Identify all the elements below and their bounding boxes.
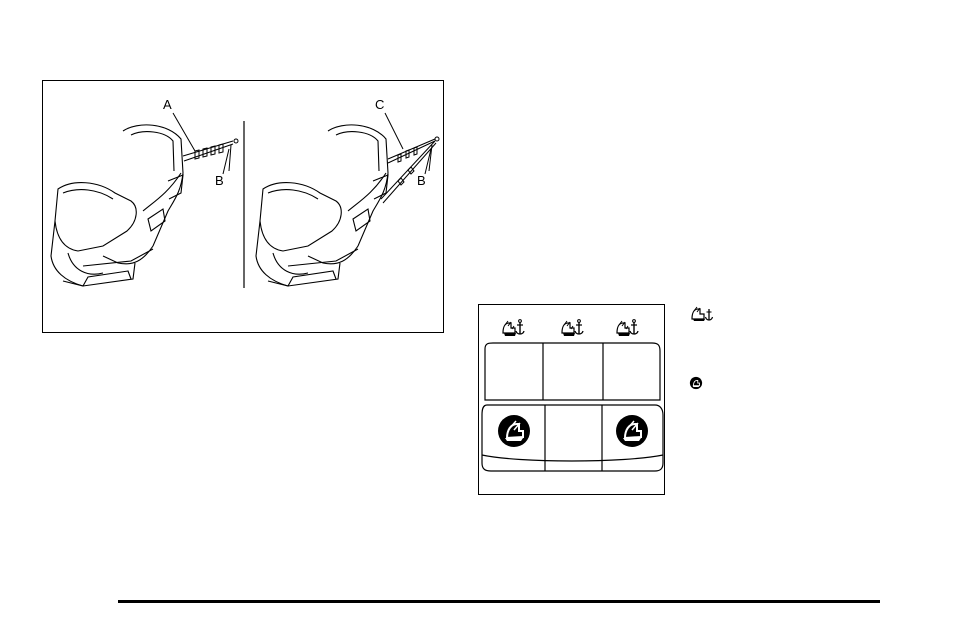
tether-anchor-icon (690, 305, 716, 323)
rear-seat-drawing (479, 305, 666, 496)
callout-a: A (163, 97, 172, 112)
tether-strap-right (381, 137, 439, 203)
tether-drawing: A B C B (43, 81, 445, 334)
callout-c: C (375, 97, 384, 112)
rear-seat-anchor-diagram (478, 304, 665, 495)
tether-anchor-icon-right (617, 320, 638, 336)
lower-anchor-icon (689, 376, 703, 390)
tether-illustration: A B C B (42, 80, 444, 333)
seatback (485, 343, 660, 400)
tether-anchor-icon-center (562, 320, 583, 336)
callout-b-right: B (417, 173, 426, 188)
tether-anchor-icon-left (503, 320, 524, 336)
child-seat-right (256, 125, 388, 286)
lower-anchor-icon-right (616, 415, 648, 447)
callout-b-left: B (215, 173, 224, 188)
page-footer-rule (118, 600, 880, 603)
lower-anchor-icon-left (498, 415, 530, 447)
child-seat-left (51, 125, 183, 286)
